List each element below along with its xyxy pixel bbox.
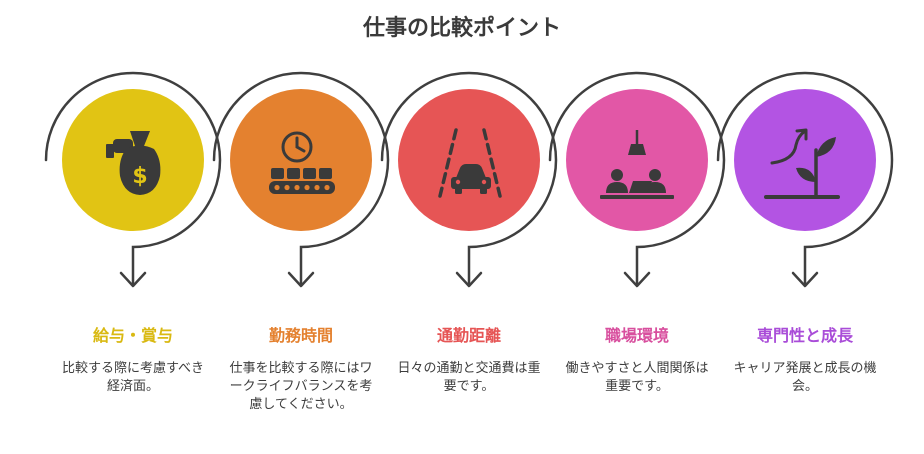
description-workplace: 働きやすさと人間関係は重要です。 xyxy=(565,361,709,394)
label-workplace: 職場環境 xyxy=(604,326,669,345)
arrow-down-icon xyxy=(119,271,147,288)
svg-text:$: $ xyxy=(132,164,147,189)
money-bag-icon: $ xyxy=(106,131,161,195)
diagram-title: 仕事の比較ポイント xyxy=(362,16,561,41)
arrow-down-icon xyxy=(287,271,315,288)
arrow-down-icon xyxy=(455,271,483,288)
description-commute: 日々の通勤と交通費は重要です。 xyxy=(397,361,541,394)
connector-arc-1 xyxy=(44,71,222,287)
circle-commute xyxy=(398,89,540,231)
connector-arc-5 xyxy=(716,71,894,287)
car-road-icon xyxy=(438,128,502,198)
circle-growth xyxy=(734,89,876,231)
connector-arcs xyxy=(44,71,894,287)
office-desk-icon xyxy=(600,130,674,199)
description-working-hours: 仕事を比較する際にはワークライフバランスを考慮してください。 xyxy=(229,361,373,412)
arrow-down-icon xyxy=(623,271,651,288)
label-commute: 通勤距離 xyxy=(436,326,501,345)
label-salary: 給与・賞与 xyxy=(92,326,173,345)
circle-workplace xyxy=(566,89,708,231)
description-salary: 比較する際に考慮すべき経済面。 xyxy=(61,361,205,394)
connector-arc-3 xyxy=(380,71,558,287)
label-working-hours: 勤務時間 xyxy=(268,326,333,345)
arrow-down-icon xyxy=(791,271,819,288)
connector-arc-2 xyxy=(212,71,390,287)
clock-conveyor-icon xyxy=(269,131,335,194)
label-growth: 専門性と成長 xyxy=(756,326,853,345)
plant-growth-icon xyxy=(764,128,840,199)
arrowheads xyxy=(119,271,819,288)
connector-arc-4 xyxy=(548,71,726,287)
description-growth: キャリア発展と成長の機会。 xyxy=(733,361,877,394)
